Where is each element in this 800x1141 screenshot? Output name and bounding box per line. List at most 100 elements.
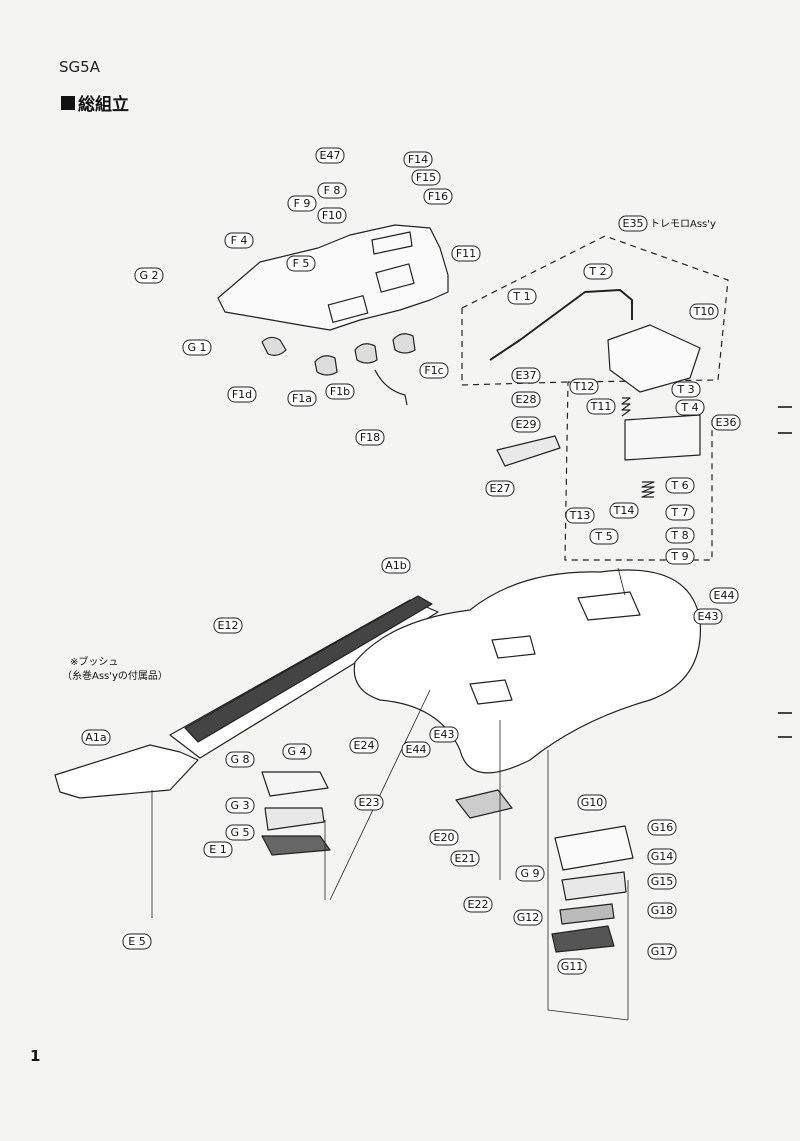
callout-e24: E24 [349,737,379,754]
trem-arm [489,289,633,361]
callout-t13: T13 [565,507,595,524]
callout-t5: T 5 [589,528,619,545]
part-label: E47 [320,149,341,162]
callout-e23: E23 [354,794,384,811]
pot-knob-f1d [261,336,287,356]
page-title: 総組立 [61,90,129,115]
part-label: G17 [651,945,674,958]
trem-block [624,414,701,461]
callout-f4: F 4 [224,232,254,249]
callout-t2: T 2 [583,263,613,280]
callout-e36: E36 [711,414,741,431]
part-label: G14 [651,850,674,863]
callout-f14: F14 [403,151,433,168]
part-label: E27 [490,482,511,495]
part-label: A1b [385,559,407,572]
callout-t10: T10 [689,303,719,320]
callout-a1a: A1a [81,729,111,746]
part-label: G 9 [520,867,539,880]
callout-f16: F16 [423,188,453,205]
callout-g4: G 4 [282,743,312,760]
callout-t12: T12 [569,378,599,395]
callout-e47: E47 [315,147,345,164]
callout-g10: G10 [577,794,607,811]
part-label: E44 [714,589,735,602]
part-label: G 8 [230,753,249,766]
model-number: SG5A [59,58,100,76]
callout-e22: E22 [463,896,493,913]
part-label: F1a [292,392,312,405]
part-label: E 5 [128,935,145,948]
headstock [54,744,199,799]
callout-g2: G 2 [134,267,164,284]
part-label: G 4 [287,745,306,758]
pot-knob-f1b [354,343,378,364]
spring-t7 [641,481,655,498]
part-label: A1a [85,731,106,744]
pickup-g3 [264,807,325,831]
part-label: E20 [434,831,455,844]
callout-e5: E 5 [122,933,152,950]
callout-f1b: F1b [325,383,355,400]
pickup-g12 [559,903,615,925]
leader-lines [151,567,629,1021]
bridge-e27 [496,435,561,467]
callout-g1: G 1 [182,339,212,356]
part-label: E36 [716,416,737,429]
callout-e43b: E43 [429,726,459,743]
part-label: T 1 [512,290,530,303]
callout-f8: F 8 [317,182,347,199]
callout-g15: G15 [647,873,677,890]
margin-mark [778,432,792,434]
part-label: T 6 [670,479,688,492]
callout-e44a: E44 [709,587,739,604]
body-cavity [577,591,641,621]
part-label: T 5 [594,530,612,543]
part-label: E21 [455,852,476,865]
part-label: F16 [428,190,448,203]
part-label: T10 [693,305,715,318]
title-square-icon [61,95,75,110]
callout-f5: F 5 [286,255,316,272]
body-cavity-3 [469,679,513,705]
part-label: T 7 [670,506,688,519]
callout-a1b: A1b [381,557,411,574]
part-label: F18 [360,431,380,444]
callout-g16: G16 [647,819,677,836]
part-label: E29 [516,418,537,431]
callout-t4: T 4 [675,399,705,416]
pickup-g9 [561,871,627,901]
part-label: F 5 [293,257,310,270]
part-label: F 9 [294,197,311,210]
part-label: G11 [561,960,584,973]
margin-mark [778,406,792,408]
callout-e29: E29 [511,416,541,433]
part-label: T 3 [676,383,694,396]
pickup-g14 [554,825,634,871]
part-label: E37 [516,369,537,382]
callout-t8: T 8 [665,527,695,544]
callout-e21: E21 [450,850,480,867]
callout-g18: G18 [647,902,677,919]
part-label: T 9 [670,550,688,563]
part-label: E43 [698,610,719,623]
part-label: F10 [322,209,342,222]
cover-e20 [455,789,513,819]
body-cavity-2 [491,635,536,659]
part-label: T12 [573,380,595,393]
part-label: E24 [354,739,375,752]
callout-g14: G14 [647,848,677,865]
callout-g11: G11 [557,958,587,975]
part-label: F 4 [231,234,248,247]
part-label: F15 [416,171,436,184]
margin-mark [778,736,792,738]
callout-g5: G 5 [225,824,255,841]
part-label: F1d [232,388,252,401]
callout-e1: E 1 [203,841,233,858]
callout-t3: T 3 [671,381,701,398]
pickup-g11 [551,925,615,953]
callout-f1d: F1d [227,386,257,403]
callout-f1a: F1a [287,390,317,407]
page-number: 1 [30,1047,41,1065]
